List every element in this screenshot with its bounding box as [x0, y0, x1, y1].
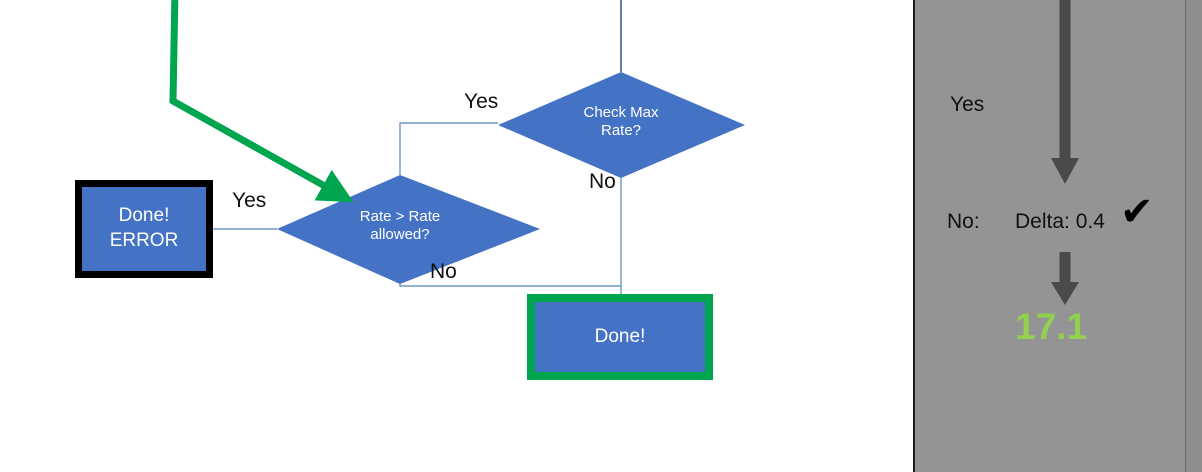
node-done-error[interactable]: Done! ERROR: [75, 180, 213, 278]
panel-edge-strip: [1186, 0, 1202, 472]
edge-label-yes-check-max: Yes: [464, 90, 499, 113]
edge-label-no-check-max: No: [589, 170, 616, 193]
panel-yes-label: Yes: [950, 93, 985, 116]
connector-yes-check-max: [399, 122, 498, 175]
panel-result-value: 17.1: [1015, 306, 1088, 347]
edge-label-yes-rate-allowed: Yes: [232, 189, 267, 212]
check-mark-icon: ✔: [1120, 190, 1154, 234]
panel-arrow-top-icon: [1051, 0, 1079, 184]
panel-delta-label: Delta: 0.4: [1015, 210, 1105, 233]
flowchart-graphics: [169, 0, 745, 294]
panel-no-label: No:: [947, 210, 980, 233]
green-highlight-arrow: [169, 0, 354, 203]
flowchart-canvas: Check Max Rate? Rate > Rate allowed? Yes…: [75, 0, 745, 380]
edge-label-no-rate-allowed: No: [430, 260, 457, 283]
node-rate-gt-rate-allowed[interactable]: [277, 175, 540, 284]
node-check-max-rate[interactable]: [498, 72, 745, 178]
panel-arrow-mid-icon: [1051, 252, 1079, 305]
node-done[interactable]: Done!: [527, 294, 713, 380]
panel-edge-line: [1185, 0, 1186, 472]
panel-divider: [913, 0, 915, 472]
status-panel: Yes No: Delta: 0.4 ✔ 17.1: [915, 0, 1202, 472]
